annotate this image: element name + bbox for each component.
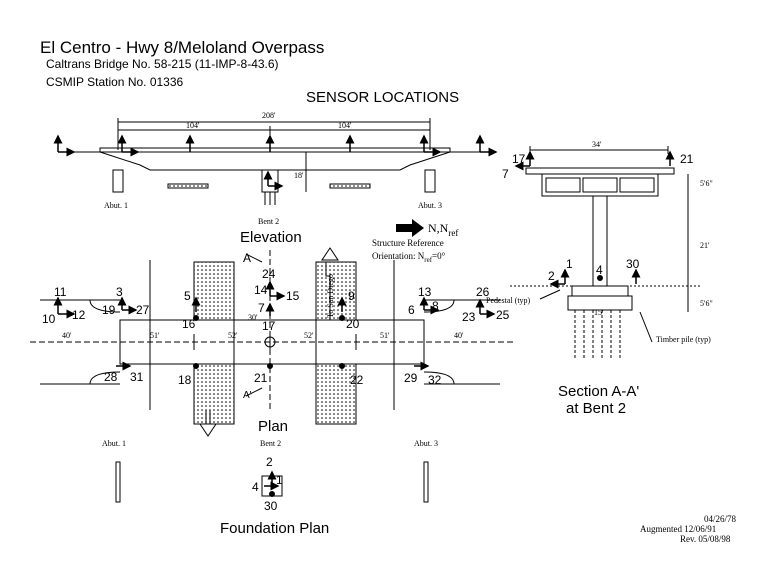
to-san-diego-label: To San Diego: [326, 274, 335, 318]
section-heading-2: at Bent 2: [566, 400, 626, 417]
elevation-heading: Elevation: [240, 229, 302, 246]
plan-sensor-20: 20: [346, 317, 360, 331]
foundation-plan: [115, 461, 429, 503]
plan-offset-label: 30': [248, 313, 258, 322]
plan-sensor-19: 19: [102, 303, 116, 317]
plan-sensor-8: 8: [432, 299, 439, 313]
plan-sensor-31: 31: [130, 370, 144, 384]
north-label: N,Nref: [428, 221, 458, 238]
plan-dim-3: 52': [228, 331, 238, 340]
plan-sensor-5: 5: [184, 289, 191, 303]
pedestal: [571, 285, 629, 297]
plan-sensor-9: 9: [348, 289, 355, 303]
elevation-view: [53, 118, 498, 205]
foundation-sensor-30: 30: [264, 499, 278, 513]
pedestal-label: Pedestal (typ): [486, 296, 531, 305]
reference-line-1: Structure Reference: [372, 238, 444, 248]
abutment-3: [424, 169, 436, 193]
foundation-sensor-1: 1: [276, 473, 283, 487]
section-dim-1: 5'6": [700, 179, 713, 188]
height-label: 18': [294, 171, 304, 180]
abutment-1: [112, 169, 124, 193]
section-sensor-17: 17: [512, 152, 526, 166]
section-sensor-2: 2: [548, 269, 555, 283]
plan-sensor-12: 12: [72, 308, 86, 322]
marker-a-top: A: [243, 251, 251, 265]
section-dim-3: 5'6": [700, 299, 713, 308]
plan-sensor-10: 10: [42, 312, 56, 326]
plan-dim-5: 51': [380, 331, 390, 340]
plan-sensor-13: 13: [418, 285, 432, 299]
plan-sensor-6: 6: [408, 303, 415, 317]
section-sensor-4: 4: [596, 263, 603, 277]
date-revised: Rev. 05/08/98: [680, 534, 731, 544]
plan-sensor-16: 16: [182, 317, 196, 331]
abut1-label: Abut. 1: [104, 201, 128, 210]
section-heading-1: Section A-A': [558, 383, 639, 400]
plan-sensor-14: 14: [254, 283, 268, 297]
section-dim-2: 21': [700, 241, 710, 250]
plan-sensor-21: 21: [254, 371, 268, 385]
plan-sensor-25: 25: [496, 308, 510, 322]
foundation-abut1-label: Abut. 1: [102, 439, 126, 448]
plan-sensor-3: 3: [116, 285, 123, 299]
date-augmented: Augmented 12/06/91: [640, 524, 716, 534]
plan-dim-2: 51': [150, 331, 160, 340]
plan-sensor-18: 18: [178, 373, 192, 387]
foundation-abut3-label: Abut. 3: [414, 439, 438, 448]
plan-sensor-22: 22: [350, 373, 364, 387]
bent-2-column: [261, 169, 279, 193]
left-span-label: 104': [186, 121, 200, 130]
footing-width-label: 15': [594, 308, 604, 317]
page-title: El Centro - Hwy 8/Meloland Overpass: [40, 38, 325, 57]
foundation-bent2-label: Bent 2: [260, 439, 281, 448]
bridge-deck: [99, 147, 451, 171]
plan-sensor-23: 23: [462, 310, 476, 324]
plan-dim-1: 40': [62, 331, 72, 340]
plan-sensor-27: 27: [136, 303, 150, 317]
abut3-label: Abut. 3: [418, 201, 442, 210]
section-sensor-21: 21: [680, 152, 694, 166]
overall-length-label: 208': [262, 111, 276, 120]
plan-dim-4: 52': [304, 331, 314, 340]
section-view: [510, 146, 700, 360]
reference-line-2: Orientation: Nref=0°: [372, 251, 446, 264]
plan-view: [30, 247, 516, 437]
section-width-label: 34': [592, 140, 602, 149]
section-sensor-30: 30: [626, 257, 640, 271]
section-sensor-1: 1: [566, 257, 573, 271]
foundation-heading: Foundation Plan: [220, 520, 329, 537]
north-arrow: [396, 219, 424, 237]
plan-sensor-26: 26: [476, 285, 490, 299]
plan-sensor-32: 32: [428, 373, 442, 387]
marker-a-bottom: A': [243, 390, 252, 401]
bridge-number: Caltrans Bridge No. 58-215 (11-IMP-8-43.…: [46, 57, 279, 71]
pile-label: Timber pile (typ): [656, 335, 711, 344]
right-span-label: 104': [338, 121, 352, 130]
plan-sensor-15: 15: [286, 289, 300, 303]
foundation-sensor-4: 4: [252, 480, 259, 494]
plan-sensor-29: 29: [404, 371, 418, 385]
plan-sensor-28: 28: [104, 370, 118, 384]
section-sensor-7: 7: [502, 167, 509, 181]
plan-sensor-17: 17: [262, 319, 276, 333]
bent2-label: Bent 2: [258, 217, 279, 226]
plan-dim-6: 40': [454, 331, 464, 340]
plan-sensor-7: 7: [258, 301, 265, 315]
plan-sensor-24: 24: [262, 267, 276, 281]
station-number: CSMIP Station No. 01336: [46, 75, 184, 89]
date-original: 04/26/78: [704, 514, 737, 524]
foundation-sensor-2: 2: [266, 455, 273, 469]
plan-heading: Plan: [258, 418, 288, 435]
sensor-locations-heading: SENSOR LOCATIONS: [306, 89, 460, 106]
plan-sensor-11: 11: [54, 285, 67, 299]
